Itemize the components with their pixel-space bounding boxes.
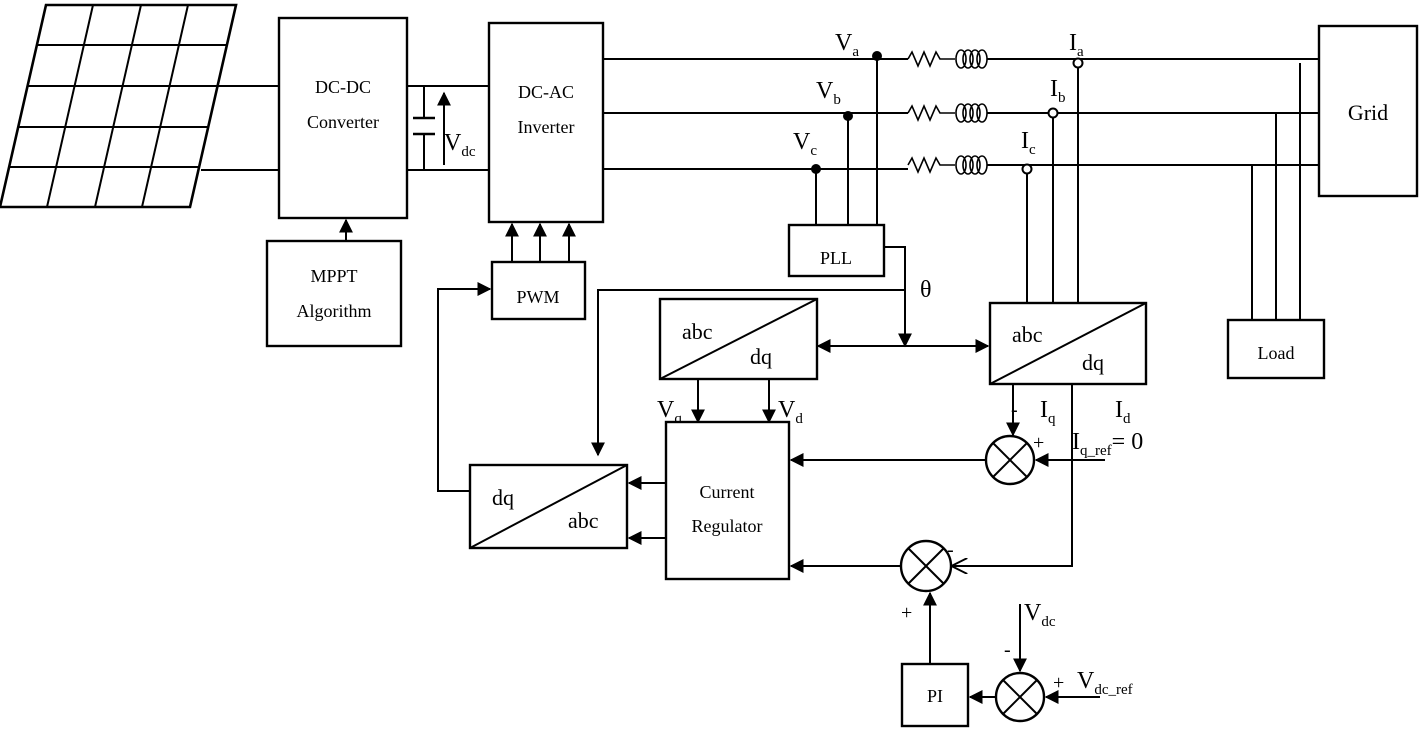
sum3-plus-sign: + xyxy=(1053,672,1064,694)
vdc-cap-label: Vdc xyxy=(444,130,476,160)
sum1-minus-sign: - xyxy=(1011,399,1018,421)
vc-label: Vc xyxy=(793,129,817,159)
current-regulator-label-line2: Regulator xyxy=(692,516,763,536)
dc-dc-converter-block: DC-DC Converter xyxy=(277,16,409,220)
rl-filter-phase-c-icon xyxy=(907,155,988,175)
vb-label: Vb xyxy=(816,78,841,108)
pll-theta-output xyxy=(884,246,912,348)
inverter-label-line2: Inverter xyxy=(518,117,575,137)
current-regulator-block: Current Regulator xyxy=(664,420,791,581)
inverter-label-line1: DC-AC xyxy=(518,82,574,102)
vdc-feedback-label: Vdc xyxy=(1024,600,1056,630)
pwm-label: PWM xyxy=(516,287,559,307)
pll-block: PLL xyxy=(787,223,886,278)
solar-panel-icon xyxy=(0,3,238,209)
id-feedback-line xyxy=(953,384,1073,566)
dcdc-label-line2: Converter xyxy=(307,112,379,132)
voltage-measurement-taps xyxy=(811,51,882,225)
summing-junction-vdc-icon xyxy=(994,671,1046,723)
dc-link-capacitor-icon xyxy=(413,116,435,136)
abc-dq-i-bottom-label: dq xyxy=(1082,350,1104,375)
mppt-algorithm-block: MPPT Algorithm xyxy=(265,239,403,348)
ia-label: Ia xyxy=(1069,30,1084,60)
pwm-gate-arrows xyxy=(505,222,576,262)
abc-dq-v-bottom-label: dq xyxy=(750,344,772,369)
ic-label: Ic xyxy=(1021,128,1036,158)
load-block: Load xyxy=(1226,318,1326,380)
abc-dq-i-top-label: abc xyxy=(1012,322,1043,347)
grid-block: Grid xyxy=(1317,24,1419,198)
abc-dq-voltage-transform-block: abc dq xyxy=(658,297,819,381)
id-label: Id xyxy=(1115,397,1131,427)
pll-label: PLL xyxy=(820,248,852,268)
abc-dq-v-top-label: abc xyxy=(682,319,713,344)
dq-abc-transform-block: dq abc xyxy=(468,463,629,550)
vq-label: Vq xyxy=(657,397,682,427)
dc-ac-inverter-block: DC-AC Inverter xyxy=(487,21,605,224)
ib-label: Ib xyxy=(1050,76,1066,106)
current-regulator-label-line1: Current xyxy=(700,482,755,502)
mppt-label-line2: Algorithm xyxy=(297,301,372,321)
summing-junction-iq-icon xyxy=(984,434,1036,486)
sum1-plus-sign: + xyxy=(1033,432,1044,454)
mppt-label-line1: MPPT xyxy=(310,266,357,286)
dc-link-wires xyxy=(407,85,489,171)
summing-junction-id-icon xyxy=(899,539,953,593)
vd-label: Vd xyxy=(778,397,803,427)
rl-filter-phase-b-icon xyxy=(907,103,988,123)
vdc-ref-label: Vdc_ref xyxy=(1077,668,1133,698)
current-measurement-taps xyxy=(1021,57,1084,303)
load-label: Load xyxy=(1258,343,1295,363)
pv-output-wires xyxy=(201,85,279,171)
abc-dq-current-transform-block: abc dq xyxy=(988,301,1148,386)
theta-to-dq-abc xyxy=(591,289,905,457)
dq-abc-to-pwm-line xyxy=(437,282,492,492)
iq-ref-label: Iq_ref= 0 xyxy=(1072,429,1143,459)
sum2-plus-sign: + xyxy=(901,602,912,624)
load-taps xyxy=(1251,63,1301,320)
dq-abc-bottom-label: abc xyxy=(568,508,599,533)
pi-label: PI xyxy=(927,686,943,706)
theta-label: θ xyxy=(920,277,932,303)
iq-label: Iq xyxy=(1040,397,1056,427)
dcdc-label-line1: DC-DC xyxy=(315,77,371,97)
sum2-minus-sign: - xyxy=(947,539,954,561)
dq-abc-top-label: dq xyxy=(492,485,514,510)
grid-label: Grid xyxy=(1348,100,1388,125)
sum3-minus-sign: - xyxy=(1004,639,1011,661)
three-phase-lines xyxy=(603,58,1319,170)
rl-filter-phase-a-icon xyxy=(907,49,988,69)
pwm-block: PWM xyxy=(490,260,587,321)
pi-controller-block: PI xyxy=(900,662,970,728)
va-label: Va xyxy=(835,30,859,60)
